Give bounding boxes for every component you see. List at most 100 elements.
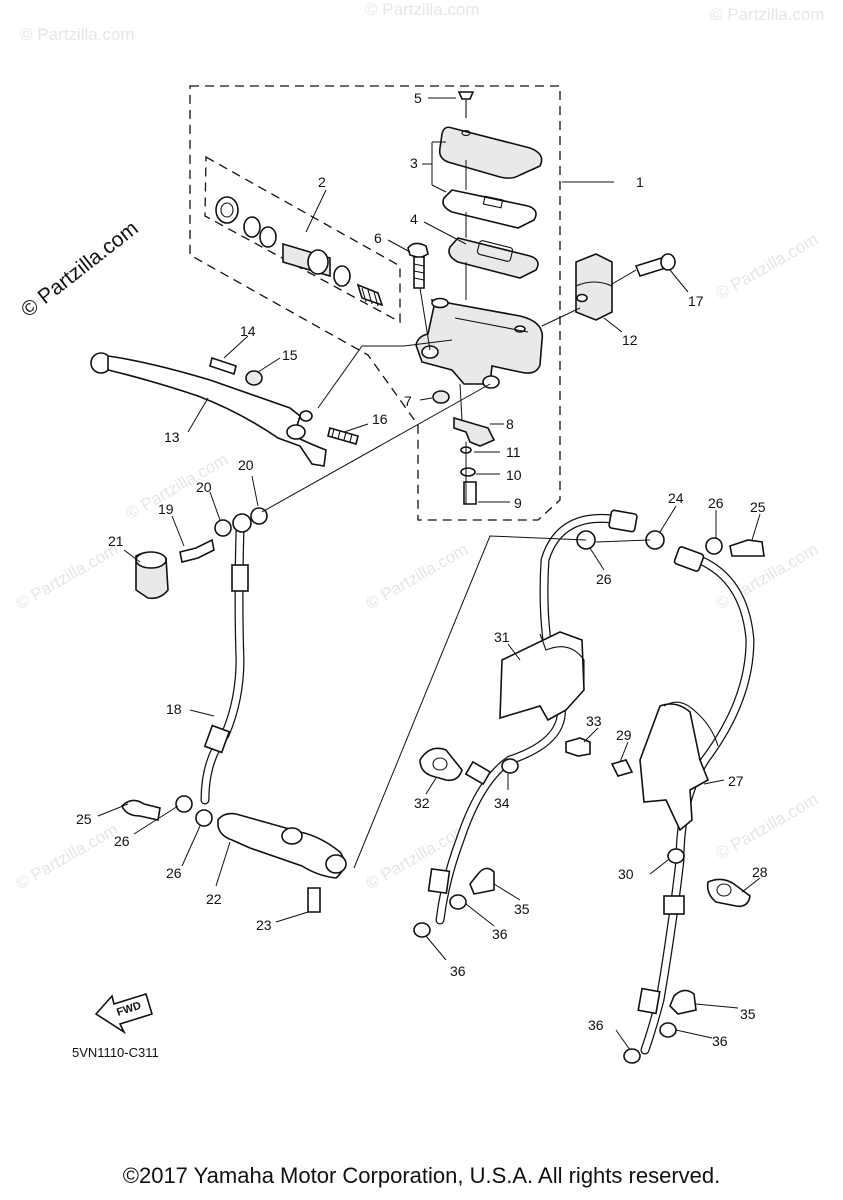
- hose-clamp-28: [706, 878, 751, 908]
- gasket-20b: [214, 519, 232, 537]
- callout-35b: 35: [740, 1006, 756, 1022]
- gasket-26a: [175, 795, 193, 813]
- guide-lines: [261, 160, 651, 869]
- callout-36c: 36: [712, 1033, 728, 1049]
- bolt-35b: [669, 989, 697, 1015]
- callout-25a: 25: [750, 499, 766, 515]
- bolt-33: [565, 737, 591, 757]
- callout-32: 32: [414, 795, 430, 811]
- holder-clamp: [575, 253, 613, 321]
- circlip: [243, 216, 261, 238]
- nut-30: [667, 848, 685, 864]
- callout-30: 30: [618, 866, 634, 882]
- callout-24: 24: [668, 490, 684, 506]
- brake-lever: [107, 355, 327, 467]
- callout-19: 19: [158, 501, 174, 517]
- callout-14: 14: [240, 323, 256, 339]
- callout-26a: 26: [708, 495, 724, 511]
- hose-clamp-32: [419, 747, 463, 782]
- gasket-26b: [195, 809, 213, 827]
- callout-29: 29: [616, 727, 632, 743]
- callout-2: 2: [318, 174, 326, 190]
- callout-10: 10: [506, 467, 522, 483]
- callout-36a: 36: [492, 926, 508, 942]
- callout-21: 21: [108, 533, 124, 549]
- nut-34: [501, 758, 519, 774]
- dust-boot: [215, 196, 239, 224]
- reservoir-cap: [438, 126, 543, 179]
- master-cylinder: [415, 298, 544, 385]
- callout-4: 4: [410, 211, 418, 227]
- cap-screw: [457, 91, 475, 100]
- callout-15: 15: [282, 347, 298, 363]
- reservoir-cap-stack: [438, 91, 543, 279]
- callout-8: 8: [506, 416, 514, 432]
- callout-17: 17: [688, 293, 704, 309]
- copyright-notice: ©2017 Yamaha Motor Corporation, U.S.A. A…: [122, 1163, 721, 1188]
- callout-numbers: 1 2 3 4 5 6 7 8 9 10 11 12 13 14 15 16 1…: [76, 90, 768, 1049]
- callout-9: 9: [514, 495, 522, 511]
- lever-pivot-hardware: [407, 242, 496, 505]
- callout-33: 33: [586, 713, 602, 729]
- callout-18: 18: [166, 701, 182, 717]
- lever-pivot-bolt: [209, 356, 237, 376]
- callout-23: 23: [256, 917, 272, 933]
- watermark-main: © Partzilla.com: [17, 217, 143, 322]
- washer: [259, 226, 277, 248]
- callout-34: 34: [494, 795, 510, 811]
- callout-26b: 26: [596, 571, 612, 587]
- hose-joint: [217, 812, 345, 879]
- gasket-36a: [449, 894, 467, 910]
- callout-25b: 25: [76, 811, 92, 827]
- cup: [333, 265, 351, 287]
- callout-6: 6: [374, 230, 382, 246]
- piston-kit-outline: [204, 155, 401, 324]
- callout-12: 12: [622, 332, 638, 348]
- callout-27: 27: [728, 773, 744, 789]
- callout-1: 1: [636, 174, 644, 190]
- watermark: © Partzilla.com: [20, 25, 135, 44]
- forward-arrow-icon: [94, 992, 153, 1035]
- pivot-nut: [432, 390, 450, 404]
- union-bolt-19: [179, 538, 215, 563]
- watermark: © Partzilla.com: [365, 0, 480, 19]
- lever-nut: [245, 370, 263, 386]
- master-cylinder-group-outline: [189, 85, 561, 521]
- brake-hose-joint: [121, 795, 347, 913]
- pivot-bolt-head: [407, 242, 429, 259]
- brake-lever-assembly: [90, 352, 359, 467]
- diagram-code: 5VN1110-C311: [72, 1045, 159, 1060]
- callout-13: 13: [164, 429, 180, 445]
- washer-10: [460, 467, 476, 477]
- switch-bracket: [453, 416, 496, 447]
- callout-26c: 26: [114, 833, 130, 849]
- callout-7: 7: [404, 393, 412, 409]
- lower-brake-hoses: [427, 509, 765, 1055]
- callout-22: 22: [206, 891, 222, 907]
- callout-5: 5: [414, 90, 422, 106]
- callout-leaders: [97, 97, 761, 1051]
- bolt-35a: [469, 867, 495, 895]
- callout-35a: 35: [514, 901, 530, 917]
- watermark: © Partzilla.com: [123, 450, 232, 524]
- bolt-29: [610, 759, 634, 777]
- callout-11: 11: [506, 444, 521, 460]
- callout-3: 3: [410, 155, 418, 171]
- fwd-arrow: FWD: [94, 992, 153, 1035]
- watermark: © Partzilla.com: [713, 790, 822, 864]
- callout-31: 31: [494, 629, 510, 645]
- watermark: © Partzilla.com: [13, 540, 122, 614]
- master-cylinder-body: [415, 297, 544, 389]
- handlebar-holder: [575, 253, 676, 321]
- screw-9: [463, 481, 477, 505]
- gasket-36c: [659, 1022, 677, 1038]
- union-bolt-25: [121, 799, 161, 821]
- callout-26d: 26: [166, 865, 182, 881]
- callout-36d: 36: [588, 1017, 604, 1033]
- hose-brackets: [413, 631, 751, 1064]
- hose-bracket-27: [639, 703, 710, 832]
- hose-bracket-31: [499, 631, 585, 722]
- callout-28: 28: [752, 864, 768, 880]
